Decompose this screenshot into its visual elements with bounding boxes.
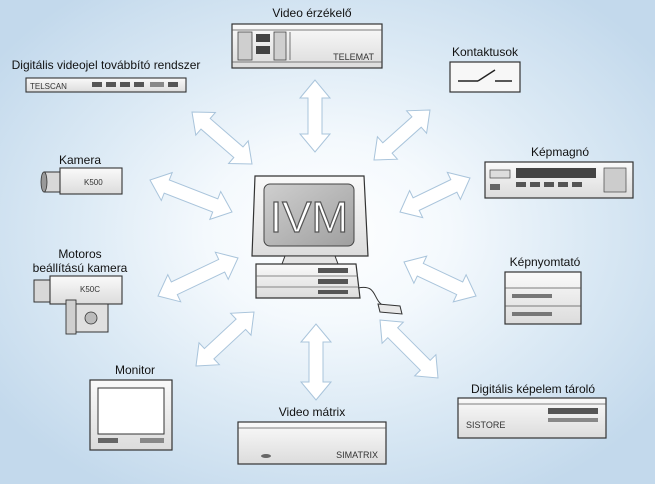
video-matrix-brand: SIMATRIX bbox=[336, 450, 378, 460]
printer-label: Képnyomtató bbox=[509, 255, 581, 269]
ptz-camera-brand: K50C bbox=[80, 285, 100, 294]
arrow-monitor bbox=[195, 311, 255, 367]
video-sensor-label: Video érzékelő bbox=[272, 6, 352, 20]
ivm-computer: IVM bbox=[251, 175, 403, 315]
arrow-contacts bbox=[373, 109, 431, 161]
printer-device bbox=[504, 271, 582, 325]
arrow-video-matrix bbox=[299, 323, 333, 401]
arrow-printer bbox=[403, 255, 477, 303]
monitor-device bbox=[89, 379, 173, 451]
video-sensor-device: TELEMAT bbox=[231, 23, 383, 69]
video-matrix-device: SIMATRIX bbox=[237, 421, 387, 465]
arrow-video-transmit bbox=[191, 111, 253, 165]
image-store-device: SISTORE bbox=[457, 397, 607, 439]
vcr-label: Képmagnó bbox=[530, 145, 590, 159]
camera-label: Kamera bbox=[58, 153, 102, 167]
arrow-camera bbox=[149, 171, 233, 221]
contacts-device bbox=[449, 61, 521, 93]
camera-brand: K500 bbox=[84, 178, 103, 187]
vcr-device bbox=[484, 161, 634, 199]
video-transmit-device: TELSCAN bbox=[25, 77, 187, 93]
mouse-icon bbox=[377, 303, 403, 315]
ptz-camera-device: K50C bbox=[33, 275, 123, 335]
arrow-vcr bbox=[399, 171, 471, 219]
contacts-label: Kontaktusok bbox=[451, 45, 519, 59]
ivm-screen-text: IVM bbox=[270, 193, 348, 242]
arrow-ptz-camera bbox=[157, 251, 239, 303]
video-sensor-brand: TELEMAT bbox=[333, 52, 374, 62]
camera-device: K500 bbox=[40, 167, 123, 195]
connection-arrows bbox=[149, 79, 477, 401]
video-transmit-label: Digitális videojel továbbító rendszer bbox=[11, 58, 201, 72]
arrow-image-store bbox=[379, 319, 439, 379]
switch-icon bbox=[477, 69, 496, 82]
monitor-label: Monitor bbox=[114, 363, 155, 377]
video-matrix-label: Video mátrix bbox=[278, 405, 346, 419]
video-transmit-brand: TELSCAN bbox=[30, 82, 67, 91]
ptz-camera-label: Motoros beállítású kamera bbox=[32, 247, 128, 275]
image-store-brand: SISTORE bbox=[466, 420, 505, 430]
arrow-video-sensor bbox=[298, 79, 332, 153]
image-store-label: Digitális képelem tároló bbox=[470, 382, 596, 396]
